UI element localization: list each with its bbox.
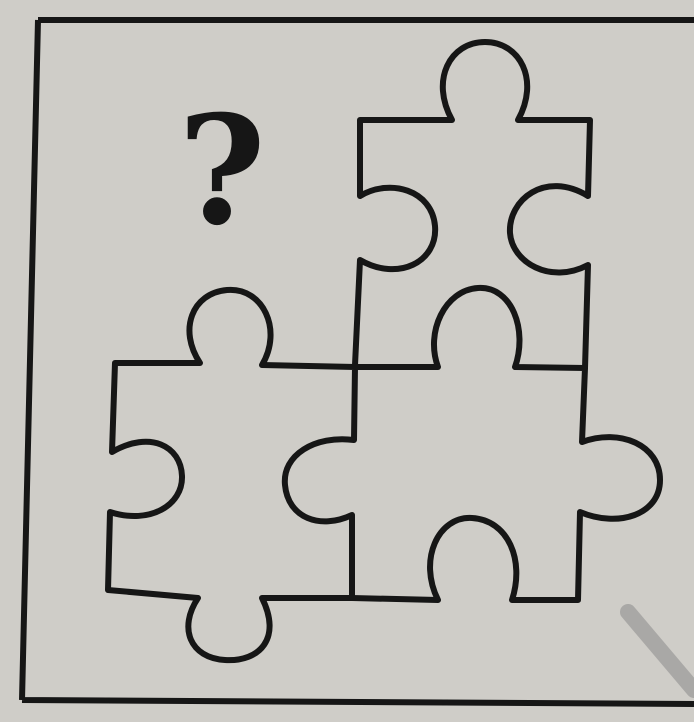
question-mark: ? (178, 96, 266, 246)
